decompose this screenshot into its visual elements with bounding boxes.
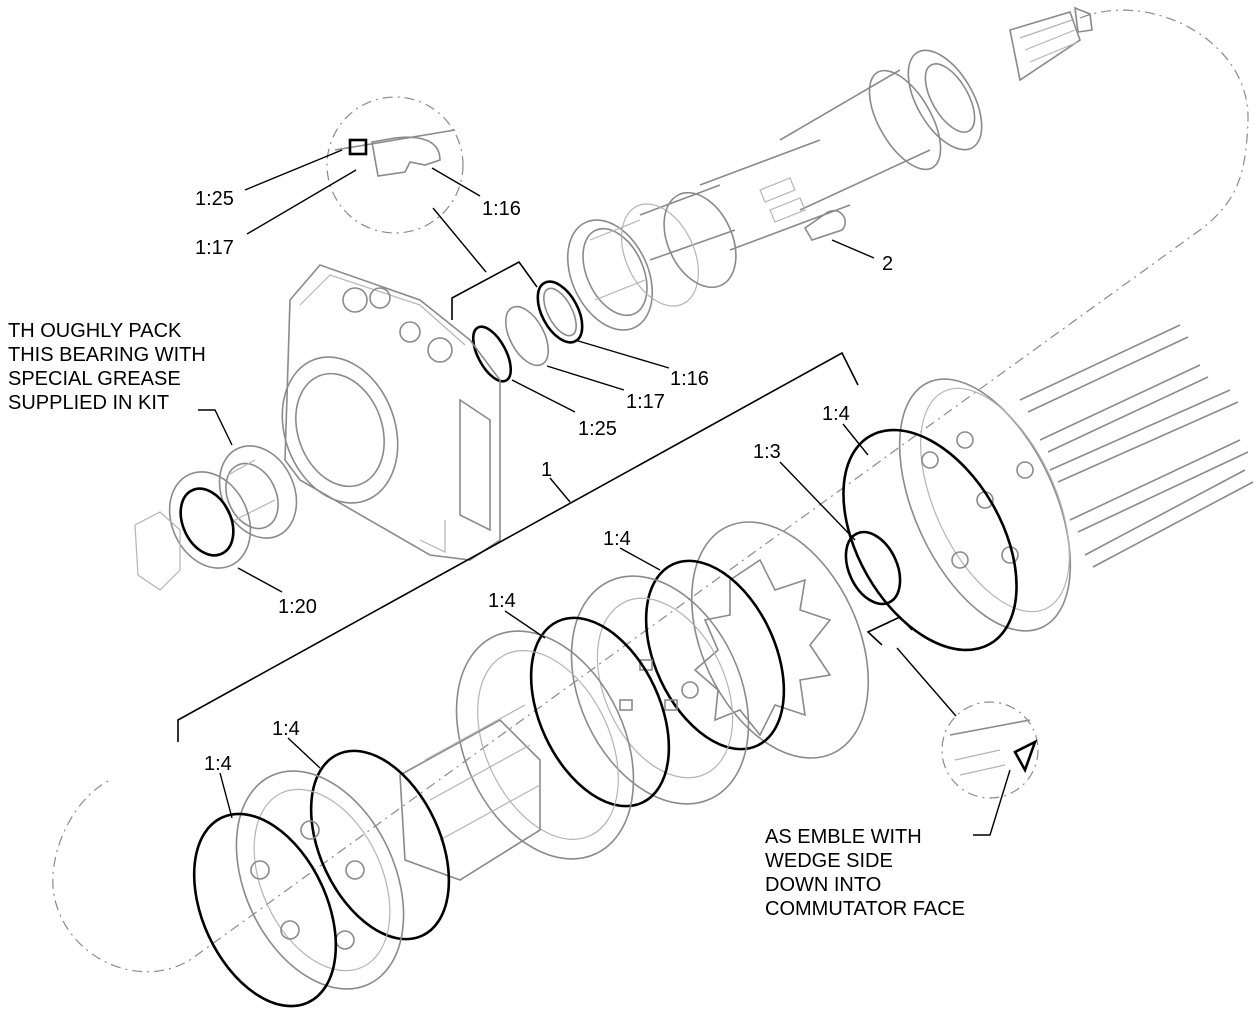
shaft-nut — [134, 511, 181, 591]
front-seal — [168, 471, 252, 569]
manifold — [455, 630, 635, 860]
callout-1-3: 1:3 — [753, 441, 781, 463]
bearing-note: TH OUGHLY PACK THIS BEARING WITH SPECIAL… — [8, 320, 211, 414]
leader-1-17-top — [246, 169, 357, 235]
bolts — [1019, 324, 1254, 568]
leader-1-25-top — [244, 149, 343, 191]
assembly-note: AS EMBLE WITH WEDGE SIDE DOWN INTO COMMU… — [765, 826, 965, 920]
o-ring-1-4-b — [644, 559, 786, 751]
leader-1-17 — [546, 365, 625, 391]
leader-assembly-note — [973, 769, 1011, 836]
callout-1-17: 1:17 — [626, 391, 665, 413]
leader-1 — [549, 477, 571, 503]
callout-1-4-e: 1:4 — [204, 753, 232, 775]
bracket-wedge — [866, 616, 913, 646]
leader-1-16 — [574, 339, 670, 369]
callout-1: 1 — [541, 459, 552, 481]
seal-1-16 — [536, 280, 584, 344]
o-ring-1-3 — [844, 530, 902, 606]
seal-1-16-inner — [543, 287, 577, 337]
callout-2: 2 — [882, 253, 893, 275]
leader-1-16-top — [431, 167, 481, 197]
leader-bearing-note — [198, 409, 233, 446]
leader-1-25 — [511, 379, 576, 413]
callout-1-25: 1:25 — [578, 418, 617, 440]
commutator-plate — [570, 575, 750, 805]
o-ring-1-4-c — [529, 616, 671, 808]
leader-1-4-b — [619, 547, 661, 571]
leader-wedge-detail — [896, 647, 957, 717]
bracket-seals — [451, 260, 538, 320]
leader-2 — [831, 239, 875, 259]
assembly-boundary — [52, 9, 1249, 973]
front-bearing — [218, 445, 298, 539]
callout-1-20: 1:20 — [278, 596, 317, 618]
callout-1-16: 1:16 — [670, 368, 709, 390]
callout-1-4-b: 1:4 — [603, 528, 631, 550]
callout-1-25-top: 1:25 — [195, 188, 234, 210]
motor-housing — [281, 264, 501, 561]
shaft-bearing-stack — [566, 191, 737, 331]
leader-1-4-a — [842, 423, 869, 456]
bracket-kit — [177, 351, 859, 742]
leader-1-3 — [779, 461, 856, 541]
seal-1-25 — [471, 325, 513, 383]
woodruff-key — [803, 209, 846, 241]
callout-1-4-a: 1:4 — [822, 403, 850, 425]
leader-1-20 — [237, 567, 283, 593]
leader-1-4-e — [219, 772, 233, 819]
seal-1-17 — [504, 305, 550, 367]
end-cap — [898, 378, 1072, 632]
o-ring-1-4-d — [309, 749, 451, 941]
leader-1-4-c — [504, 610, 546, 639]
output-shaft — [639, 6, 1093, 261]
leader-1-4-d — [287, 737, 321, 769]
drive-link — [399, 704, 541, 881]
seal-detail-view — [326, 96, 464, 234]
callout-1-17-top: 1:17 — [195, 237, 234, 259]
wedge-detail-view — [941, 701, 1039, 799]
gerotor-set — [690, 521, 870, 759]
leader-detail-top — [432, 207, 487, 273]
wear-plate — [235, 770, 405, 990]
callout-1-4-c: 1:4 — [488, 590, 516, 612]
callout-1-4-d: 1:4 — [272, 718, 300, 740]
callout-1-16-top: 1:16 — [482, 198, 521, 220]
o-ring-1-4-a — [842, 428, 1018, 652]
o-ring-1-4-e — [192, 812, 338, 1008]
